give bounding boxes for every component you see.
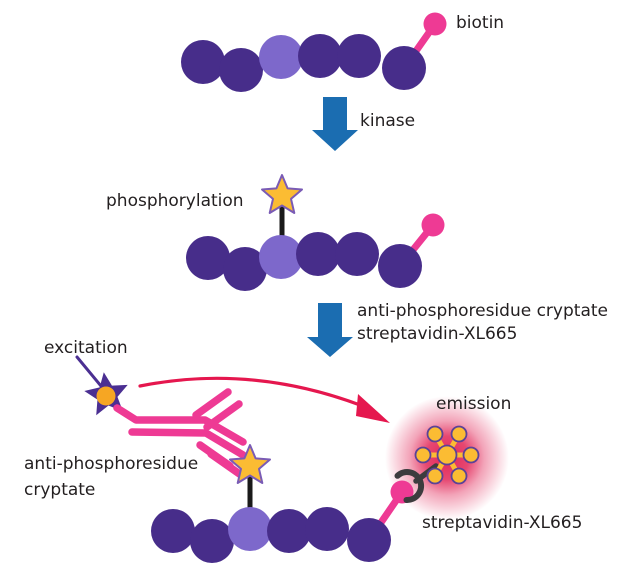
flower-petal [426, 467, 444, 485]
peptide-residue [335, 232, 379, 276]
phosphate-star-icon [229, 444, 271, 484]
antibody-heavy-chain [128, 428, 247, 459]
antibody-light-chain [203, 400, 243, 431]
peptide-residue [305, 507, 349, 551]
peptide-residue [151, 509, 195, 553]
reagents-down-arrow-icon [307, 303, 353, 357]
antibody-light-chain [207, 450, 245, 479]
flower-petal [450, 467, 468, 485]
excitation-label: excitation [44, 338, 128, 358]
cryptate-label: anti-phosphoresidue cryptate [24, 451, 198, 503]
phosphorylated-peptide [186, 174, 445, 291]
peptide-residue [347, 518, 391, 562]
antibody-heavy-chain [113, 404, 247, 446]
streptavidin-xl665-label: streptavidin-XL665 [422, 513, 583, 533]
antibody-light-chain [192, 388, 232, 419]
phosphorylation-label: phosphorylation [106, 191, 244, 211]
flower-petal [462, 446, 480, 464]
biotin-bead [423, 12, 447, 36]
xl665-flower-icon [414, 425, 480, 485]
peptide-residue [296, 232, 340, 276]
streptavidin-arc-icon [394, 469, 425, 503]
flower-petal [414, 446, 432, 464]
kinase-down-arrow-icon [312, 97, 358, 151]
cryptate-core [96, 386, 116, 406]
peptide-residue [219, 48, 263, 92]
energy-transfer-arrow [138, 376, 362, 407]
reagents-label-line1: anti-phosphoresidue cryptate [357, 301, 608, 321]
reagents-label-line2: streptavidin-XL665 [357, 324, 518, 344]
peptide-residue [267, 509, 311, 553]
cryptate-label-line2: cryptate [24, 480, 96, 500]
biotinylated-peptide [181, 12, 447, 92]
biotin-label: biotin [456, 13, 505, 33]
peptide-residue [223, 247, 267, 291]
peptide-residue [337, 34, 381, 78]
peptide-residue-target [259, 35, 303, 79]
peptide-residue [186, 236, 230, 280]
flower-core [436, 444, 458, 466]
detection-complex [75, 355, 509, 563]
peptide-residue [378, 244, 422, 288]
reagents-label: anti-phosphoresidue cryptate streptavidi… [357, 300, 608, 346]
peptide-residue-phosphorylated [228, 507, 272, 551]
peptide-residue [181, 40, 225, 84]
flower-petal [450, 425, 468, 443]
phosphate-star-icon [261, 174, 303, 214]
antibody-icon [113, 388, 247, 479]
energy-transfer-arrowhead-icon [356, 394, 390, 423]
biotin-bead [421, 213, 445, 237]
kinase-label: kinase [360, 111, 416, 131]
peptide-residue [382, 46, 426, 90]
peptide-residue [190, 519, 234, 563]
peptide-residue [298, 34, 342, 78]
flower-petal [426, 425, 444, 443]
peptide-residue-phosphorylated [259, 235, 303, 279]
excitation-beam [75, 355, 103, 388]
emission-label: emission [436, 394, 512, 414]
cryptate-label-line1: anti-phosphoresidue [24, 454, 199, 474]
